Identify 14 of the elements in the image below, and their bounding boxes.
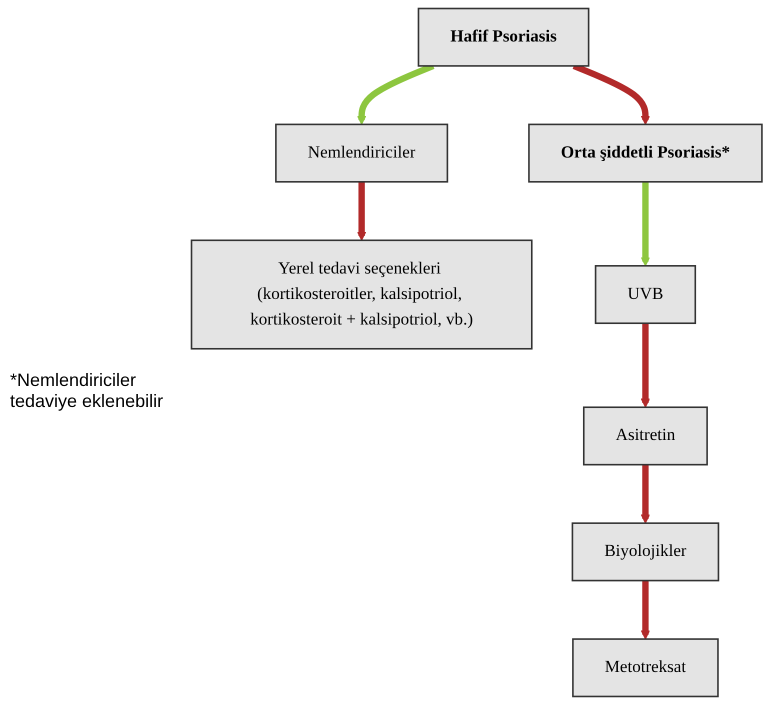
- node-box: Orta şiddetli Psoriasis*: [528, 124, 763, 183]
- node-box: Yerel tedavi seçenekleri (kortikosteroitler, kalsipotriol, kortikosteroit + kalsipotriol, vb.): [191, 240, 533, 350]
- node-box: Asitretin: [583, 406, 708, 466]
- node-box: UVB: [595, 265, 696, 324]
- node-box: Nemlendiriciler: [275, 124, 448, 183]
- arrow: [641, 323, 650, 408]
- arrow: [357, 182, 367, 241]
- node-box: Hafif Psoriasis: [418, 8, 590, 67]
- arrow: [641, 182, 650, 266]
- arrow: [641, 464, 650, 524]
- node-box: Metotreksat: [572, 638, 720, 698]
- node-box: Biyolojikler: [572, 522, 720, 582]
- footnote: *Nemlendiriciler tedaviye eklenebilir: [10, 370, 164, 412]
- arrow: [641, 580, 650, 640]
